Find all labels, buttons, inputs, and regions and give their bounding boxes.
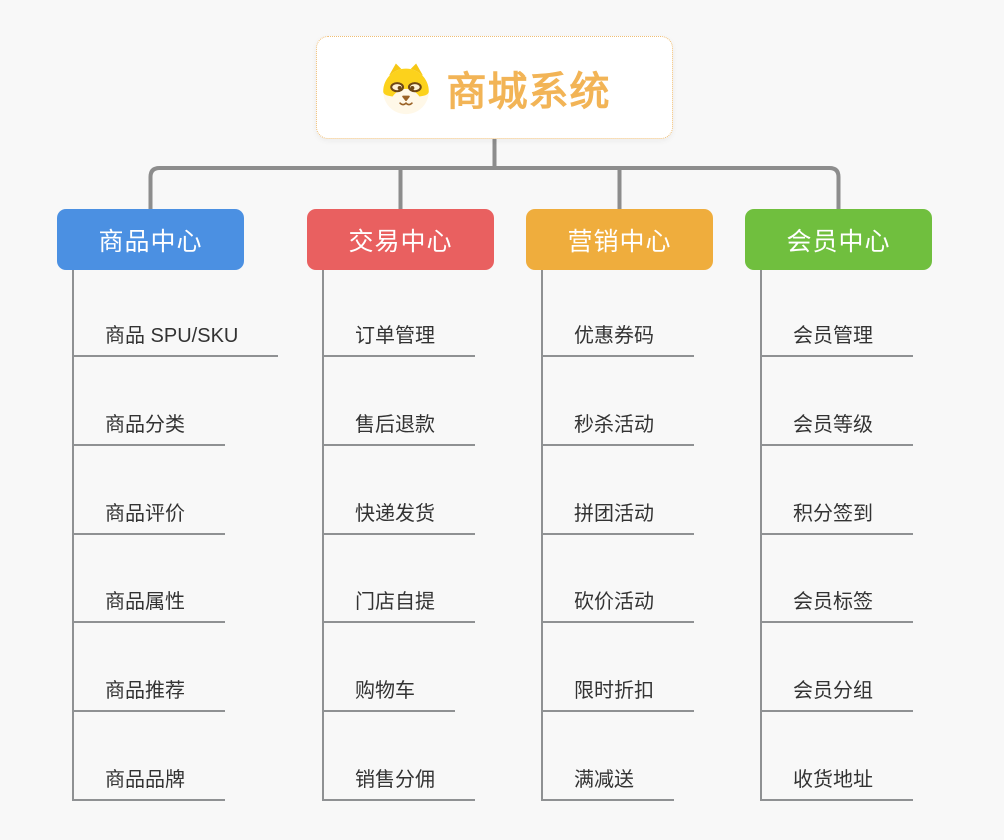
root-topic[interactable]: 商城系统 <box>316 36 673 139</box>
branch-trunk-line <box>72 270 74 801</box>
root-topic-label: 商城系统 <box>446 69 611 114</box>
child-topic[interactable]: 拼团活动 <box>541 499 694 535</box>
branch-topic[interactable]: 会员中心 <box>745 209 932 270</box>
child-topic[interactable]: 会员标签 <box>760 587 913 623</box>
child-topic[interactable]: 商品评价 <box>72 499 225 535</box>
child-topic[interactable]: 秒杀活动 <box>541 410 694 446</box>
child-topic[interactable]: 售后退款 <box>322 410 475 446</box>
branch-trunk-line <box>541 270 543 801</box>
child-topic[interactable]: 销售分佣 <box>322 765 475 801</box>
branch-topic[interactable]: 营销中心 <box>526 209 713 270</box>
branch-rail-line <box>148 166 841 210</box>
child-topic[interactable]: 收货地址 <box>760 765 913 801</box>
branch-trunk-line <box>322 270 324 801</box>
branch-topic-label: 营销中心 <box>567 227 672 256</box>
child-topic[interactable]: 商品属性 <box>72 587 225 623</box>
child-topic[interactable]: 砍价活动 <box>541 587 694 623</box>
child-topic[interactable]: 会员分组 <box>760 676 913 712</box>
child-topic[interactable]: 会员管理 <box>760 321 913 357</box>
branch-topic-label: 会员中心 <box>786 227 891 256</box>
branch-topic-label: 交易中心 <box>348 227 453 256</box>
child-topic[interactable]: 购物车 <box>322 676 455 712</box>
child-topic[interactable]: 快递发货 <box>322 499 475 535</box>
branch-topic[interactable]: 商品中心 <box>57 209 244 270</box>
branch-trunk-line <box>760 270 762 801</box>
child-topic[interactable]: 商品 SPU/SKU <box>72 321 279 357</box>
child-topic[interactable]: 商品推荐 <box>72 676 225 712</box>
child-topic[interactable]: 订单管理 <box>322 321 475 357</box>
branch-topic[interactable]: 交易中心 <box>307 209 494 270</box>
branch-topic-label: 商品中心 <box>98 227 203 256</box>
dog-face-icon <box>379 61 433 115</box>
child-topic[interactable]: 满减送 <box>541 765 674 801</box>
child-topic[interactable]: 商品品牌 <box>72 765 225 801</box>
child-topic[interactable]: 限时折扣 <box>541 676 694 712</box>
child-topic[interactable]: 优惠券码 <box>541 321 694 357</box>
child-topic[interactable]: 会员等级 <box>760 410 913 446</box>
child-topic[interactable]: 门店自提 <box>322 587 475 623</box>
child-topic[interactable]: 商品分类 <box>72 410 225 446</box>
child-topic[interactable]: 积分签到 <box>760 499 913 535</box>
